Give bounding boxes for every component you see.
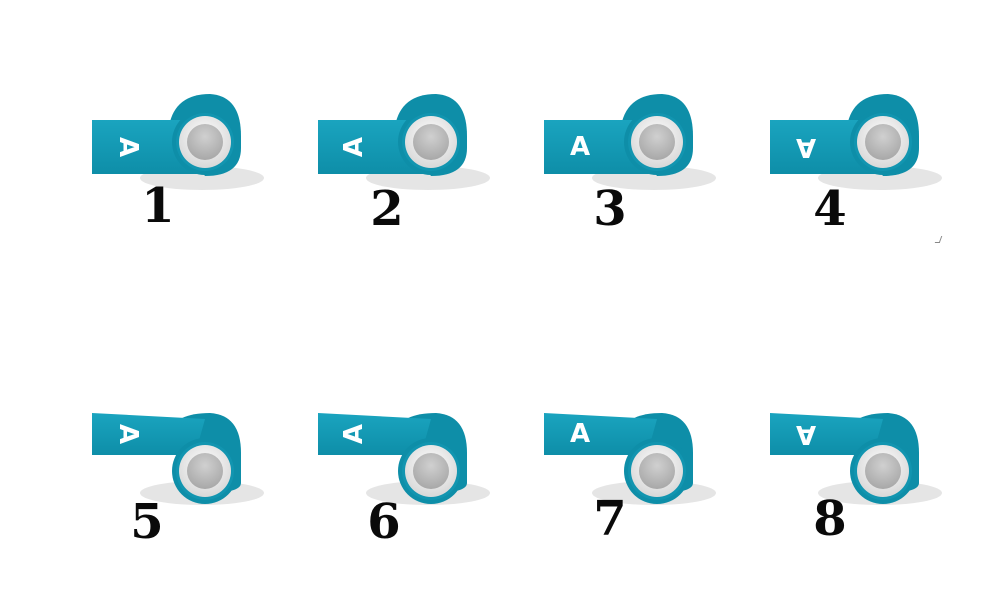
tape-letter: A [796,419,816,449]
tape-letter: A [339,137,369,157]
tape-roll-7: A [542,385,722,565]
tape-roll-5: A [90,385,270,565]
tape-roll-4: A [768,70,948,250]
tape-strip [92,413,205,455]
tape-roll-6: A [316,385,496,565]
tape-letter: A [113,137,143,157]
tape-strip [318,413,431,455]
core-hole [639,453,675,489]
roll-number-8: 8 [813,491,847,547]
tape-letter: A [339,424,369,444]
roll-number-4: 4 [813,181,847,237]
tape-letter: A [570,132,590,162]
core-hole [187,124,223,160]
roll-number-5: 5 [130,494,164,550]
tape-strip [770,413,883,455]
tape-roll-2: A [316,70,496,250]
tape-letter: A [796,132,816,162]
core-hole [865,453,901,489]
tape-roll-3: A [542,70,722,250]
core-hole [413,124,449,160]
roll-number-7: 7 [593,491,627,547]
roll-number-2: 2 [370,181,404,237]
tape-roll-8: A [768,385,948,565]
tape-roll-1: A [90,70,270,250]
core-hole [639,124,675,160]
roll-number-3: 3 [593,181,627,237]
tape-letter: A [113,424,143,444]
core-hole [187,453,223,489]
roll-number-6: 6 [367,494,401,550]
tape-strip [544,413,657,455]
tape-letter: A [570,419,590,449]
core-hole [865,124,901,160]
core-hole [413,453,449,489]
roll-number-1: 1 [141,178,175,234]
